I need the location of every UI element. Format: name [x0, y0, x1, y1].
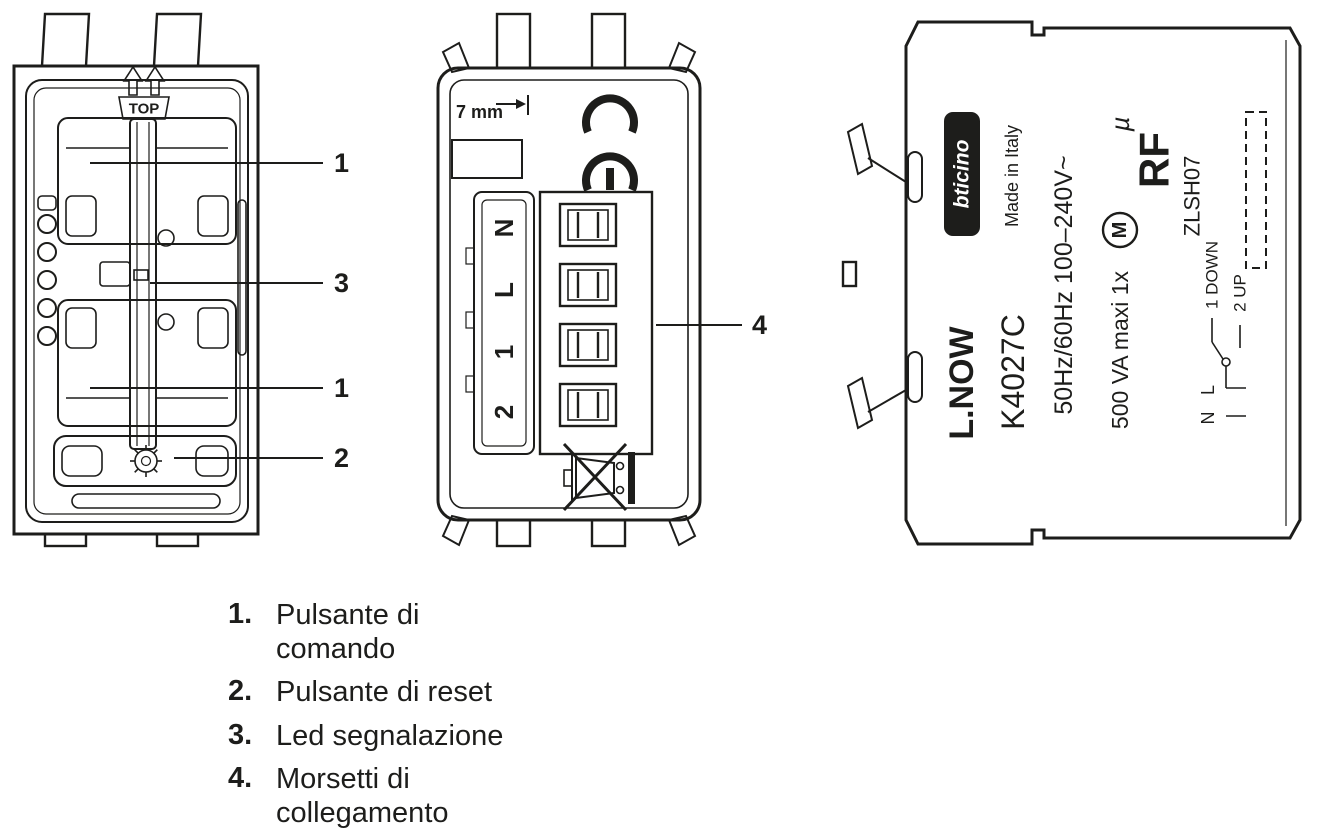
wiring-neutral-label: N — [1198, 412, 1218, 425]
callout-2: 2 — [334, 443, 349, 473]
motor-mark: M — [1109, 222, 1131, 239]
gear-icon — [130, 445, 162, 477]
callout-4: 4 — [752, 310, 767, 340]
made-in-label: Made in Italy — [1002, 125, 1022, 227]
led — [99, 261, 149, 287]
wiring-line-label: L — [1198, 385, 1218, 395]
command-button-bottom — [57, 299, 237, 427]
bticino-logo — [944, 112, 980, 236]
wiring-down-label: 1 DOWN — [1203, 241, 1222, 309]
terminal-label-l: L — [489, 282, 519, 298]
top-arrow-icon — [122, 65, 144, 96]
ce-mark-icon — [582, 94, 638, 192]
top-label: TOP — [129, 101, 160, 118]
legend-item-2: 2. Pulsante di reset — [228, 675, 503, 709]
terminal-label-n: N — [489, 219, 519, 238]
side-contacts — [37, 195, 57, 346]
legend-item-number: 3. — [228, 718, 253, 751]
model-label: K4027C — [995, 314, 1031, 430]
callouts: 1 3 1 2 4 — [90, 148, 767, 473]
rating-voltage-label: 50Hz/60Hz 100–240V~ — [1050, 155, 1078, 414]
ref-code: ZLSH07 — [1180, 156, 1205, 237]
radio-mark: RF — [1131, 132, 1178, 188]
legend-item-label: Led segnalazione — [276, 719, 504, 752]
wiring-up-label: 2 UP — [1231, 274, 1250, 312]
legend-item-3: 3. Led segnalazione — [228, 719, 503, 753]
brand-label: bticino — [951, 139, 974, 208]
side-view: bticino Made in Italy L.NOW K4027C 50Hz/… — [841, 20, 1302, 546]
rear-view: 7 mm N L 1 2 — [436, 12, 702, 548]
callout-1-bottom: 1 — [334, 373, 349, 403]
legend-item-number: 4. — [228, 761, 253, 794]
front-view: TOP — [12, 12, 260, 548]
reset-button — [53, 435, 237, 487]
wiring-diagram: 1 DOWN 2 UP L N — [1198, 241, 1250, 425]
legend-item-number: 1. — [228, 598, 253, 630]
legend-item-number: 2. — [228, 675, 253, 708]
terminal-label-strip: N L 1 2 — [465, 191, 535, 455]
callout-3: 3 — [334, 268, 349, 298]
terminal-label-2: 2 — [489, 405, 519, 419]
command-button-top — [57, 117, 237, 247]
motor-mark-circle — [1101, 211, 1139, 249]
top-arrow-icon — [144, 65, 166, 96]
dashed-marking-area — [1245, 111, 1267, 269]
strip-gauge: 7 mm — [451, 95, 529, 179]
terminal-block — [538, 190, 654, 456]
legend-item-label: Pulsante di reset — [276, 676, 493, 709]
callout-1-top: 1 — [334, 148, 349, 178]
terminal-label-1: 1 — [489, 345, 519, 359]
device-drawings: TOP — [12, 12, 1302, 548]
series-label: L.NOW — [943, 325, 981, 439]
weee-icon — [562, 442, 635, 512]
gauge-label: 7 mm — [456, 102, 503, 122]
rating-power-label: 500 VA maxi 1x — [1107, 270, 1133, 429]
micro-mark: µ — [1105, 117, 1135, 133]
